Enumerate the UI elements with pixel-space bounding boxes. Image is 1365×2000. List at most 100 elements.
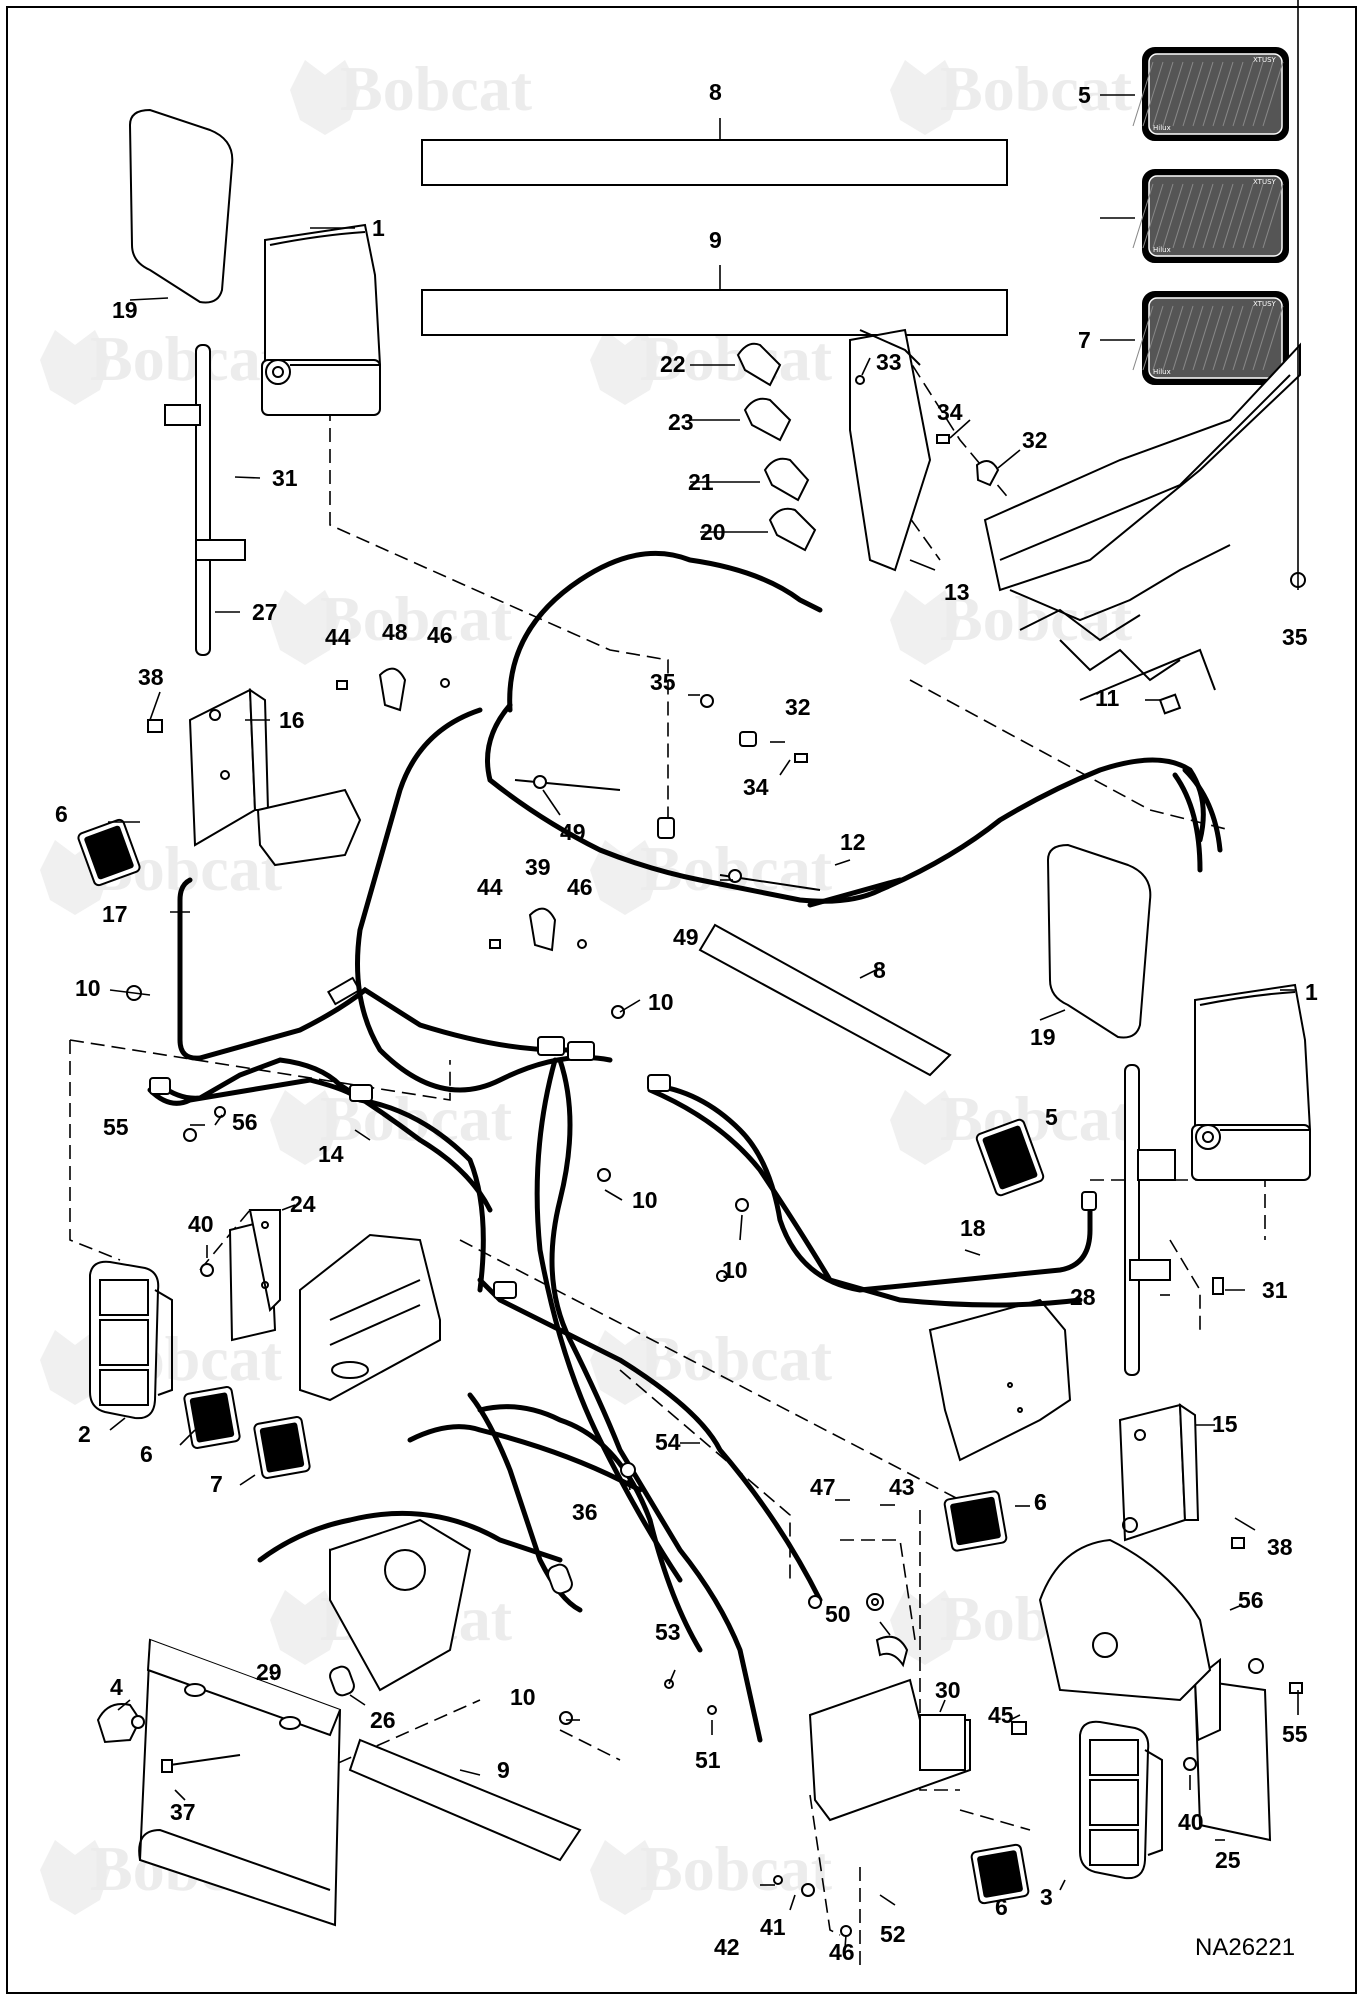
callout-55b: 55 <box>1282 1721 1308 1747</box>
wire-harness-main <box>147 707 1083 1743</box>
callout-4: 4 <box>110 1674 123 1700</box>
callout-2: 2 <box>78 1421 91 1447</box>
bobcat-logo-watermark-icon <box>270 1090 340 1165</box>
bobcat-logo-watermark-icon <box>590 840 660 915</box>
callout-6b: 6 <box>140 1441 153 1467</box>
callout-9b: 9 <box>497 1757 510 1783</box>
switch-21 <box>763 457 810 502</box>
callout-5b: 5 <box>1045 1104 1058 1130</box>
callout-41: 41 <box>760 1914 786 1940</box>
callout-labels: 1123455666667788991010101010111213141516… <box>55 79 1318 1965</box>
callout-12: 12 <box>840 829 866 855</box>
callout-34b: 34 <box>743 774 769 800</box>
callout-47: 47 <box>810 1474 836 1500</box>
callout-38b: 38 <box>1267 1534 1293 1560</box>
callout-10b: 10 <box>648 989 674 1015</box>
license-bracket-29 <box>138 1638 342 1927</box>
connector-h <box>1081 1191 1097 1211</box>
relay-bracket-13 <box>849 328 932 572</box>
clamp-48 <box>378 667 407 712</box>
bolt-37 <box>161 1754 241 1773</box>
mirror-left <box>128 108 234 304</box>
mount-plate-center <box>329 1518 472 1692</box>
watermark-text: Bobcat <box>640 833 833 904</box>
decal-corner-text: XTUSY <box>1253 300 1277 308</box>
grommet-50 <box>875 1635 909 1668</box>
clip-11 <box>1158 693 1182 715</box>
bobcat-logo-watermark-icon <box>590 330 660 405</box>
callout-23: 23 <box>668 409 694 435</box>
decal-brand-text: Hilux <box>1153 246 1171 254</box>
callout-1b: 1 <box>1305 979 1318 1005</box>
reflector-decal-6-left <box>77 818 141 887</box>
bobcat-logo-watermark-icon <box>590 1840 660 1915</box>
callout-3: 3 <box>1040 1884 1053 1910</box>
reflector-decal-6-taillight <box>183 1386 241 1449</box>
decal-brand-text: Hilux <box>1153 368 1171 376</box>
callout-45: 45 <box>988 1702 1014 1728</box>
cable-tie-49a <box>514 775 621 791</box>
watermark-bobcat: Bobcat <box>890 53 1133 135</box>
watermark-text: Bobcat <box>640 1833 833 1904</box>
tail-light-left <box>89 1260 173 1420</box>
callout-56b: 56 <box>1238 1587 1264 1613</box>
hardware-33 <box>855 375 865 385</box>
connector-d <box>149 1077 171 1095</box>
callout-14: 14 <box>318 1141 344 1167</box>
mount-panel-right <box>928 1298 1072 1462</box>
decal-strip-8-installed <box>698 923 952 1077</box>
reflector-decal-6-right <box>943 1490 1008 1552</box>
decal-strip-8 <box>421 139 1008 186</box>
callout-50: 50 <box>825 1601 851 1627</box>
callout-18: 18 <box>960 1215 986 1241</box>
callout-21: 21 <box>688 469 714 495</box>
watermark-bobcat: Bobcat <box>590 1323 833 1405</box>
diagram-frame <box>6 6 1357 1994</box>
callout-19a: 19 <box>112 297 138 323</box>
callout-44a: 44 <box>325 624 351 650</box>
callout-6a: 6 <box>55 801 68 827</box>
callout-9a: 9 <box>709 227 722 253</box>
bracket-30 <box>808 1678 971 1822</box>
callout-40b: 40 <box>1178 1809 1204 1835</box>
hardware-left-group <box>126 678 1303 1937</box>
callout-51: 51 <box>695 1747 721 1773</box>
bracket-15 <box>1118 1403 1200 1542</box>
mirror-post-right <box>1124 1064 1176 1376</box>
callout-6d: 6 <box>995 1894 1008 1920</box>
callout-5a: 5 <box>1078 82 1091 108</box>
wire-harness-18 <box>647 1082 1093 1293</box>
callout-29: 29 <box>256 1659 282 1685</box>
callout-20: 20 <box>700 519 726 545</box>
fender-bracket-right <box>1038 1538 1212 1702</box>
watermark-bobcat: Bobcat <box>270 583 513 665</box>
callout-24: 24 <box>290 1191 316 1217</box>
callout-1a: 1 <box>372 215 385 241</box>
watermark-text: Bobcat <box>90 323 283 394</box>
callout-36: 36 <box>572 1499 598 1525</box>
callout-32b: 32 <box>785 694 811 720</box>
decal-strip-9-installed <box>348 1738 582 1862</box>
callout-46c: 46 <box>829 1939 855 1965</box>
watermark-text: Bobcat <box>340 53 533 124</box>
tail-light-right <box>1079 1720 1163 1880</box>
decal-strip-9 <box>421 289 1008 336</box>
watermark-text: Bobcat <box>940 583 1133 654</box>
bobcat-logo-watermark-icon <box>890 1590 960 1665</box>
callout-27: 27 <box>252 599 278 625</box>
callout-39: 39 <box>525 854 551 880</box>
callout-7b: 7 <box>210 1471 223 1497</box>
bobcat-logo-watermark-icon <box>890 1090 960 1165</box>
callout-52: 52 <box>880 1921 906 1947</box>
callout-10d: 10 <box>722 1257 748 1283</box>
bobcat-logo-watermark-icon <box>40 330 110 405</box>
connector-e <box>349 1084 373 1102</box>
watermark-bobcat: Bobcat <box>290 53 533 135</box>
switch-20 <box>768 507 817 552</box>
clip-32a <box>975 460 1000 487</box>
bobcat-logo-watermark-icon <box>890 60 960 135</box>
bobcat-logo-watermark-icon <box>270 1590 340 1665</box>
decal-brand-text: Hilux <box>1153 124 1171 132</box>
connector-f <box>493 1281 517 1299</box>
